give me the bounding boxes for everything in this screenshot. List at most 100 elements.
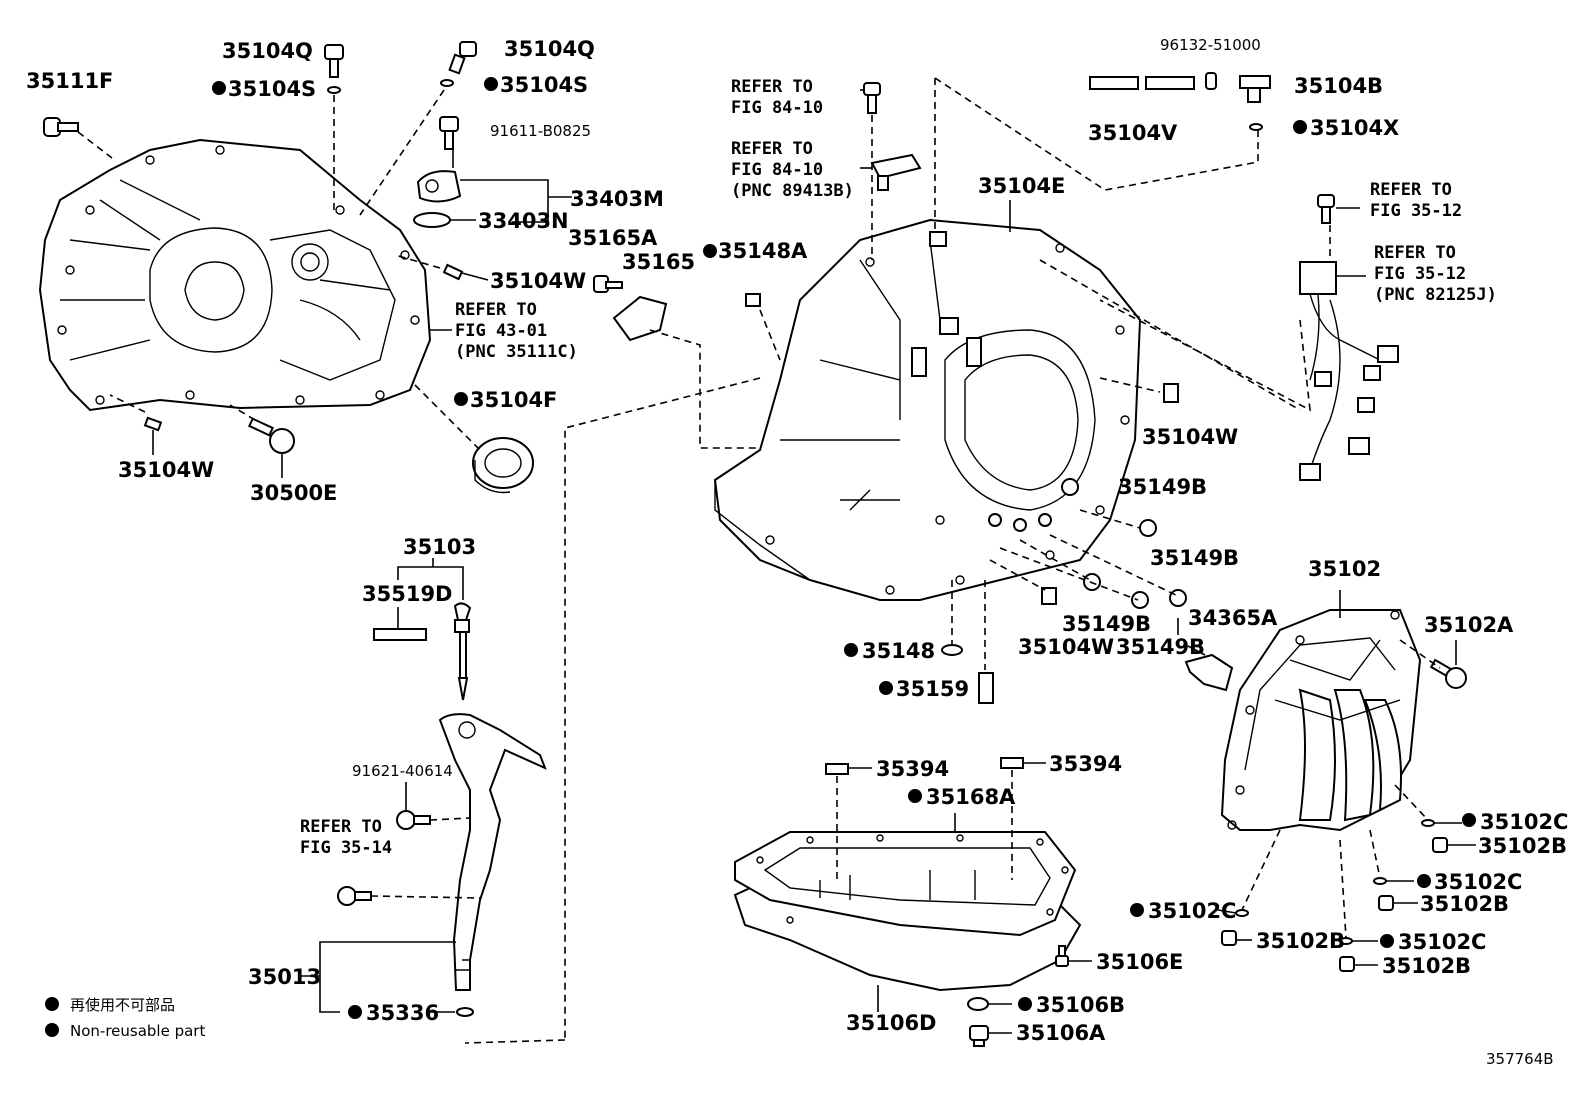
label-35106B: 35106B — [1036, 993, 1125, 1017]
label-35106A: 35106A — [1016, 1021, 1106, 1045]
bolt-91611-B0825 — [439, 116, 459, 150]
label-35394-a: 35394 — [876, 757, 949, 781]
refer-35-12-b-line3: (PNC 82125J) — [1374, 285, 1497, 305]
bolt-refer-35-14 — [337, 886, 372, 906]
refer-35-14-line1: REFER TO — [300, 817, 382, 837]
refer-35-12-a-line1: REFER TO — [1370, 180, 1452, 200]
label-35149B-b: 35149B — [1150, 546, 1239, 570]
legend-text-jp: 再使用不可部品 — [70, 996, 175, 1014]
label-35165: 35165 — [622, 250, 695, 274]
oring-35102C-a — [1421, 819, 1435, 827]
pin-35104W-c — [1163, 383, 1179, 403]
label-91611-B0825: 91611-B0825 — [490, 122, 591, 140]
label-35159: 35159 — [896, 677, 969, 701]
gasket-35148 — [941, 644, 963, 656]
speed-sensor-33403M — [416, 170, 462, 203]
label-35149B-a: 35149B — [1118, 475, 1207, 499]
gasket-35106B — [967, 997, 989, 1011]
label-35102A: 35102A — [1424, 613, 1514, 637]
refer-35-12-a-line2: FIG 35-12 — [1370, 201, 1462, 221]
label-34365A: 34365A — [1188, 606, 1278, 630]
sensor-35104B — [1239, 75, 1271, 103]
label-35106E: 35106E — [1096, 950, 1183, 974]
label-35104Q-a: 35104Q — [222, 39, 313, 63]
refer-43-01-line1: REFER TO — [455, 300, 537, 320]
label-35104Q-b: 35104Q — [504, 37, 595, 61]
pin-35104W-a — [442, 263, 464, 281]
label-35103: 35103 — [403, 535, 476, 559]
bolt-35102A — [1429, 658, 1467, 689]
label-35102C-a: 35102C — [1480, 810, 1568, 834]
plug-35149B-b — [1169, 589, 1187, 607]
left-leaders — [77, 89, 572, 478]
label-35104S-b: 35104S — [500, 73, 588, 97]
oring-35104S-a — [327, 86, 341, 94]
bolt-35165A — [593, 275, 623, 293]
bolt-right-top — [1317, 194, 1335, 224]
label-35149B-c: 35149B — [1062, 612, 1151, 636]
transaxle-housing — [38, 138, 432, 412]
refer-84-10-b-line2: FIG 84-10 — [731, 160, 823, 180]
label-35519D: 35519D — [362, 582, 453, 606]
refer-notes: REFER TO FIG 43-01 (PNC 35111C) REFER TO… — [300, 77, 1497, 858]
bolt-35106E — [1055, 945, 1069, 967]
label-35102B-a: 35102B — [1478, 834, 1567, 858]
case-bolt-holes — [765, 243, 1130, 595]
bolt-91621-40614 — [396, 810, 431, 830]
label-35111F: 35111F — [26, 69, 113, 93]
label-35149B-d: 35149B — [1116, 635, 1205, 659]
refer-43-01-line3: (PNC 35111C) — [455, 342, 578, 362]
magnet-35394-a — [825, 763, 849, 775]
transmission-case — [713, 218, 1142, 601]
oring-35102C-b — [1373, 877, 1387, 885]
label-35394-b: 35394 — [1049, 752, 1122, 776]
pin-35104W-d — [1041, 587, 1057, 605]
oil-pan-35106D — [733, 831, 1082, 992]
label-35148: 35148 — [862, 639, 935, 663]
pan-leaders — [836, 762, 1092, 1034]
label-35102B-b: 35102B — [1420, 892, 1509, 916]
oring-35104X — [1249, 123, 1263, 131]
cover-bolt-holes — [1227, 610, 1400, 830]
bolt-35111F — [43, 117, 79, 137]
label-35102B-c: 35102B — [1256, 929, 1345, 953]
refer-84-10-b-line3: (PNC 89413B) — [731, 181, 854, 201]
refer-35-14-line2: FIG 35-14 — [300, 838, 392, 858]
oring-35104S-b — [440, 79, 454, 87]
plug-35149B-a — [1139, 519, 1157, 537]
label-35013: 35013 — [248, 965, 321, 989]
pan-bolt-holes — [756, 834, 1069, 924]
bolt-35104Q-a — [324, 44, 344, 78]
figure-code: 357764B — [1486, 1050, 1554, 1068]
oil-seal-35104F — [472, 437, 534, 494]
oring-35102C-c — [1235, 909, 1249, 917]
union-96132-51000 — [1205, 72, 1217, 90]
refer-35-12-b-line1: REFER TO — [1374, 243, 1456, 263]
label-35102C-d: 35102C — [1398, 930, 1486, 954]
label-35104X: 35104X — [1310, 116, 1399, 140]
label-35104W-d: 35104W — [1018, 635, 1114, 659]
refer-35-12-b-line2: FIG 35-12 — [1374, 264, 1466, 284]
center-leaders — [464, 77, 1366, 1044]
pin-35104W-b — [143, 416, 163, 432]
label-35165A: 35165A — [568, 226, 658, 250]
pipe-35104V-a — [1089, 76, 1139, 90]
label-91621-40614: 91621-40614 — [352, 762, 453, 780]
label-35104W-b: 35104W — [118, 458, 214, 482]
cover-35102 — [1220, 609, 1422, 832]
plug-35106A — [969, 1025, 989, 1047]
bracket-35165 — [612, 295, 668, 342]
pin-35159 — [978, 672, 994, 704]
bolt-35104Q-b — [448, 41, 477, 75]
dipstick-leaders — [300, 558, 481, 1013]
dipstick-35519D — [373, 628, 427, 641]
nonreusable-markers — [212, 77, 1476, 1019]
dipstick-35103 — [453, 602, 472, 701]
plug-35149B-d — [1131, 591, 1149, 609]
label-35104W-a: 35104W — [490, 269, 586, 293]
refer-84-10-b-line1: REFER TO — [731, 139, 813, 159]
label-33403N: 33403N — [478, 209, 569, 233]
legend: 再使用不可部品 Non-reusable part — [45, 996, 205, 1040]
cover-leaders — [1187, 590, 1476, 966]
